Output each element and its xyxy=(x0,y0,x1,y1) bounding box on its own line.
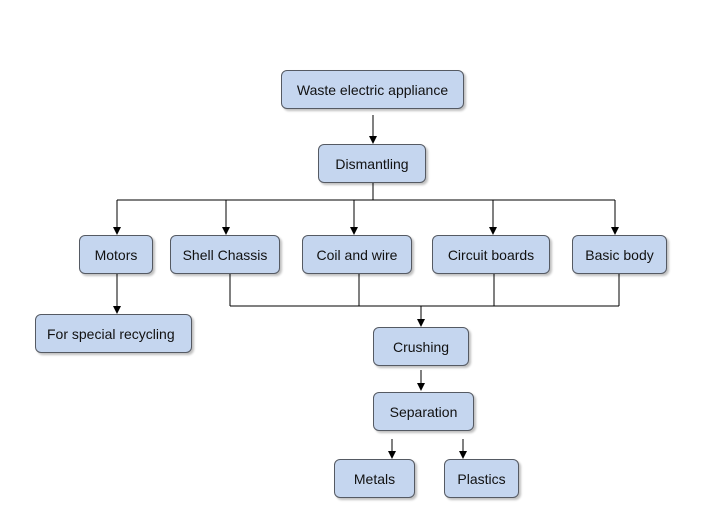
node-motors: Motors xyxy=(79,235,153,274)
node-label: Motors xyxy=(94,246,138,263)
node-basic-body: Basic body xyxy=(572,235,667,274)
node-label: Dismantling xyxy=(335,155,409,172)
node-circuit-boards: Circuit boards xyxy=(432,235,550,274)
node-label: Waste electric appliance xyxy=(296,81,449,98)
node-waste-electric-appliance: Waste electric appliance xyxy=(281,70,464,109)
node-label: Metals xyxy=(353,470,396,487)
node-label: Shell Chassis xyxy=(182,246,268,263)
node-label: Crushing xyxy=(392,338,450,355)
node-shell-chassis: Shell Chassis xyxy=(170,235,280,274)
node-for-special-recycling: For special recycling xyxy=(35,314,192,353)
node-label: Separation xyxy=(389,403,458,420)
node-label: For special recycling xyxy=(47,325,175,342)
node-label: Circuit boards xyxy=(447,246,535,263)
edge-dismantling-fanout xyxy=(113,183,619,235)
node-label: Coil and wire xyxy=(316,246,398,263)
edge-fanin-to-crushing xyxy=(229,274,620,327)
node-metals: Metals xyxy=(334,459,415,498)
node-crushing: Crushing xyxy=(373,327,469,366)
node-separation: Separation xyxy=(373,392,474,431)
node-coil-and-wire: Coil and wire xyxy=(302,235,412,274)
node-dismantling: Dismantling xyxy=(318,144,426,183)
node-label: Plastics xyxy=(457,470,506,487)
node-label: Basic body xyxy=(585,246,654,263)
node-plastics: Plastics xyxy=(444,459,519,498)
